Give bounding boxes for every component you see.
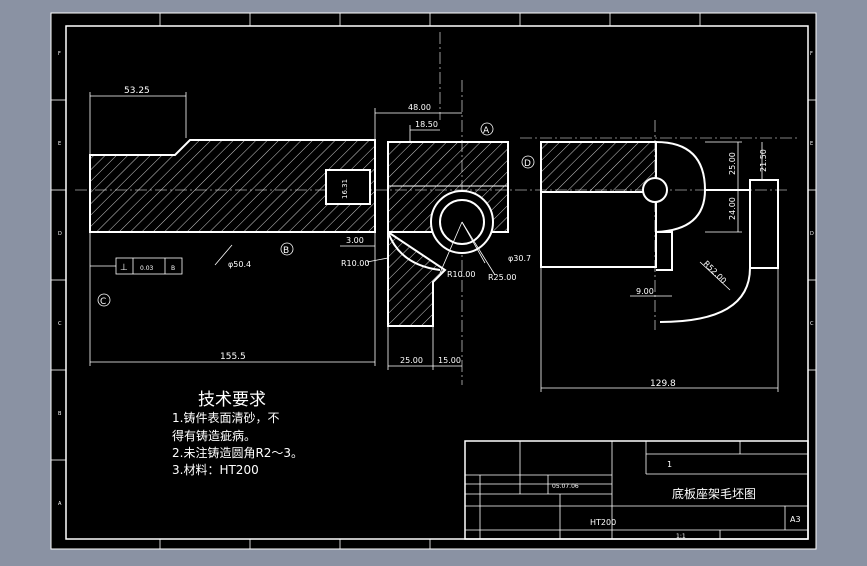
datum-d-label: D (524, 159, 531, 169)
tb-quantity: 1 (667, 460, 672, 469)
datum-b-label: B (283, 246, 289, 256)
dim-21-50: 21.50 (759, 149, 768, 172)
dim-48-00: 48.00 (408, 103, 431, 112)
dimension-lines-left (89, 92, 462, 370)
dim-9-00: 9.00 (636, 287, 654, 296)
datum-c-circle (97, 293, 111, 307)
svg-text:F: F (810, 51, 813, 57)
title-block (464, 440, 809, 540)
inner-frame (65, 25, 809, 540)
tb-date: 05.07.06 (552, 483, 579, 490)
svg-text:F: F (58, 51, 61, 57)
svg-text:C: C (810, 321, 814, 327)
tb-sheet: A3 (790, 515, 801, 524)
datum-c-label: C (100, 297, 106, 307)
datum-a-label: A (483, 126, 490, 136)
border-ticks (51, 13, 816, 549)
tolerance-ref: B (171, 265, 175, 272)
datum-b-circle (280, 242, 294, 256)
svg-text:E: E (810, 141, 813, 147)
svg-text:D: D (58, 231, 62, 237)
dim-18-50: 18.50 (415, 120, 438, 129)
border-labels: F E D C B A F E D C (58, 51, 814, 507)
radius-leaders (366, 221, 496, 276)
dim-3-00: 3.00 (346, 236, 364, 245)
tb-material: HT200 (590, 518, 616, 527)
dim-25-00-v: 25.00 (728, 152, 737, 175)
side-view (540, 141, 779, 323)
dim-phi30-7: φ30.7 (508, 254, 531, 263)
notes-line-3: 2.未注铸造圆角R2～3。 (172, 445, 303, 460)
dimension-lines-right (540, 141, 779, 392)
dim-phi50-4: φ50.4 (228, 260, 251, 269)
dim-r10-a: R10.00 (341, 259, 369, 268)
notes-line-4: 3.材料：HT200 (172, 463, 259, 477)
dim-r10-b: R10.00 (447, 270, 475, 279)
dim-r25: R25.00 (488, 273, 516, 282)
dim-16-31: 16.31 (341, 179, 349, 199)
front-view-section (89, 139, 509, 327)
dim-53-25: 53.25 (124, 86, 150, 96)
tb-drawing-name: 底板座架毛坯图 (672, 486, 756, 501)
dim-15-00: 15.00 (438, 356, 461, 365)
svg-text:C: C (58, 321, 62, 327)
tolerance-value: 0.03 (140, 265, 154, 272)
dim-129-8: 129.8 (650, 379, 676, 389)
dim-25-00: 25.00 (400, 356, 423, 365)
svg-text:B: B (58, 411, 62, 417)
dim-24-00: 24.00 (728, 197, 737, 220)
notes-line-2: 得有铸造疵病。 (172, 428, 256, 443)
svg-text:E: E (58, 141, 61, 147)
datum-markers (97, 122, 535, 307)
front-view-outline (325, 140, 509, 271)
tolerance-symbol: ⊥ (120, 263, 128, 273)
datum-a-circle (480, 122, 494, 136)
dim-155-5: 155.5 (220, 352, 246, 362)
notes-line-1: 1.铸件表面清砂，不 (172, 410, 279, 425)
datum-d-circle (521, 155, 535, 169)
notes-heading: 技术要求 (198, 390, 266, 410)
svg-text:A: A (58, 501, 62, 507)
svg-text:D: D (810, 231, 814, 237)
tb-scale: 1:1 (676, 533, 686, 540)
